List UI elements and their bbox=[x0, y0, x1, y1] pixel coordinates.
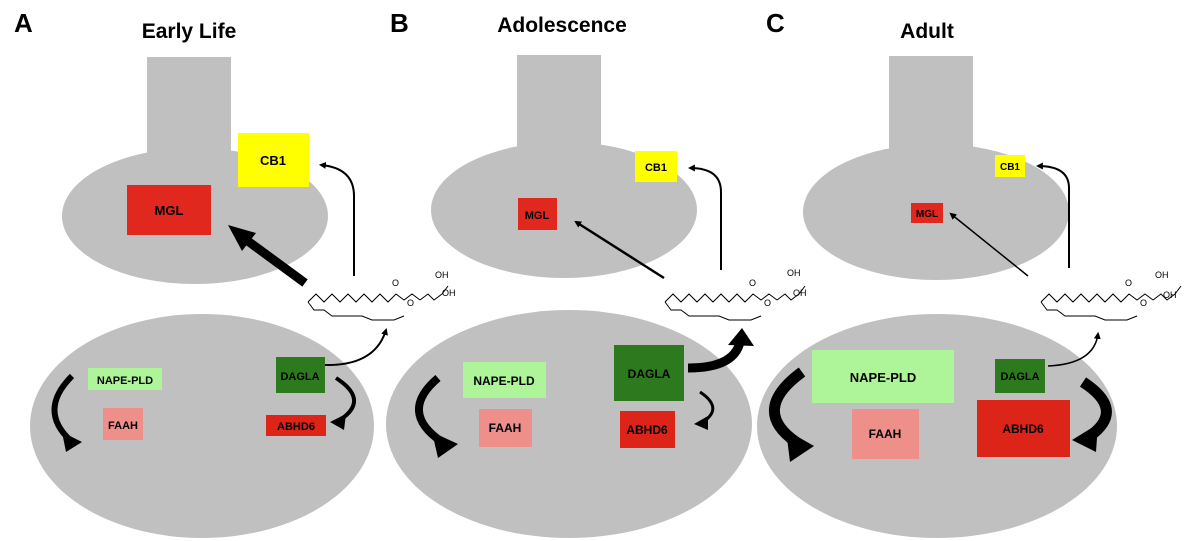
dagla-to-2ag-arrow bbox=[324, 327, 388, 367]
nape-pld-label: NAPE-PLD bbox=[850, 370, 916, 385]
mgl-label: MGL bbox=[155, 203, 184, 218]
cb1-label: CB1 bbox=[1000, 162, 1020, 173]
svg-text:O: O bbox=[1140, 298, 1147, 308]
arrowhead bbox=[228, 225, 256, 251]
2ag-molecule: O O OH OH bbox=[664, 268, 807, 321]
2ag-to-cb1-arrow bbox=[1035, 162, 1070, 268]
abhd6-label: ABHD6 bbox=[1002, 422, 1044, 436]
panel-a: A Early Life MGL CB1 O O bbox=[14, 8, 456, 538]
presynaptic-terminal bbox=[431, 55, 697, 278]
mgl-label: MGL bbox=[525, 210, 550, 222]
svg-text:OH: OH bbox=[787, 268, 801, 278]
2ag-to-mgl-arrow bbox=[949, 212, 1029, 277]
cb1-box: CB1 bbox=[995, 155, 1025, 177]
svg-text:O: O bbox=[392, 278, 399, 288]
panel-c: C Adult MGL CB1 O O OH OH NAPE-PL bbox=[757, 8, 1182, 538]
cb1-box: CB1 bbox=[635, 151, 677, 182]
dagla-label: DAGLA bbox=[1000, 371, 1039, 383]
2ag-to-cb1-arrow bbox=[687, 164, 722, 270]
panel-b: B Adolescence MGL CB1 O O OH OH N bbox=[386, 8, 807, 538]
cb1-label: CB1 bbox=[260, 153, 286, 168]
nape-pld-label: NAPE-PLD bbox=[97, 375, 153, 387]
nape-pld-box: NAPE-PLD bbox=[88, 368, 162, 390]
svg-text:O: O bbox=[749, 278, 756, 288]
faah-label: FAAH bbox=[869, 427, 902, 441]
svg-text:OH: OH bbox=[442, 288, 456, 298]
panel-title: Adult bbox=[900, 20, 954, 43]
svg-text:O: O bbox=[1125, 278, 1132, 288]
svg-text:OH: OH bbox=[435, 270, 449, 280]
panel-letter: B bbox=[390, 8, 409, 38]
svg-text:OH: OH bbox=[1155, 270, 1169, 280]
dagla-to-2ag-arrow bbox=[687, 340, 745, 373]
mgl-box: MGL bbox=[518, 198, 557, 230]
dagla-label: DAGLA bbox=[628, 367, 671, 381]
svg-text:OH: OH bbox=[793, 288, 807, 298]
2ag-molecule: O O OH OH bbox=[1040, 270, 1182, 321]
faah-box: FAAH bbox=[852, 409, 919, 459]
nape-pld-box: NAPE-PLD bbox=[812, 350, 954, 403]
dagla-box: DAGLA bbox=[614, 345, 684, 401]
faah-label: FAAH bbox=[108, 420, 138, 432]
cb1-box: CB1 bbox=[238, 133, 309, 187]
mgl-box: MGL bbox=[127, 185, 211, 235]
2ag-to-cb1-arrow bbox=[318, 161, 355, 276]
presynaptic-terminal bbox=[803, 56, 1069, 280]
mgl-label: MGL bbox=[916, 209, 938, 220]
2ag-to-mgl-arrow bbox=[238, 232, 308, 287]
2ag-molecule: O O OH OH bbox=[307, 270, 456, 321]
svg-text:OH: OH bbox=[1163, 290, 1177, 300]
abhd6-label: ABHD6 bbox=[277, 421, 315, 433]
mgl-box: MGL bbox=[911, 203, 943, 223]
panel-letter: A bbox=[14, 8, 33, 38]
abhd6-label: ABHD6 bbox=[626, 423, 668, 437]
nape-pld-label: NAPE-PLD bbox=[473, 374, 535, 388]
panel-title: Early Life bbox=[142, 20, 237, 43]
nape-pld-box: NAPE-PLD bbox=[463, 362, 546, 398]
faah-label: FAAH bbox=[489, 421, 522, 435]
2ag-to-mgl-arrow bbox=[574, 220, 665, 280]
faah-box: FAAH bbox=[103, 408, 143, 440]
abhd6-box: ABHD6 bbox=[266, 415, 326, 436]
dagla-label: DAGLA bbox=[280, 371, 319, 383]
panel-letter: C bbox=[766, 8, 785, 38]
abhd6-box: ABHD6 bbox=[977, 400, 1070, 457]
faah-box: FAAH bbox=[479, 409, 532, 447]
dagla-to-2ag-arrow bbox=[1047, 331, 1101, 367]
panel-title: Adolescence bbox=[497, 14, 627, 37]
cb1-label: CB1 bbox=[645, 162, 667, 174]
svg-text:O: O bbox=[764, 298, 771, 308]
dagla-box: DAGLA bbox=[276, 357, 325, 393]
abhd6-box: ABHD6 bbox=[620, 411, 675, 448]
dagla-box: DAGLA bbox=[995, 359, 1045, 393]
svg-text:O: O bbox=[407, 298, 414, 308]
